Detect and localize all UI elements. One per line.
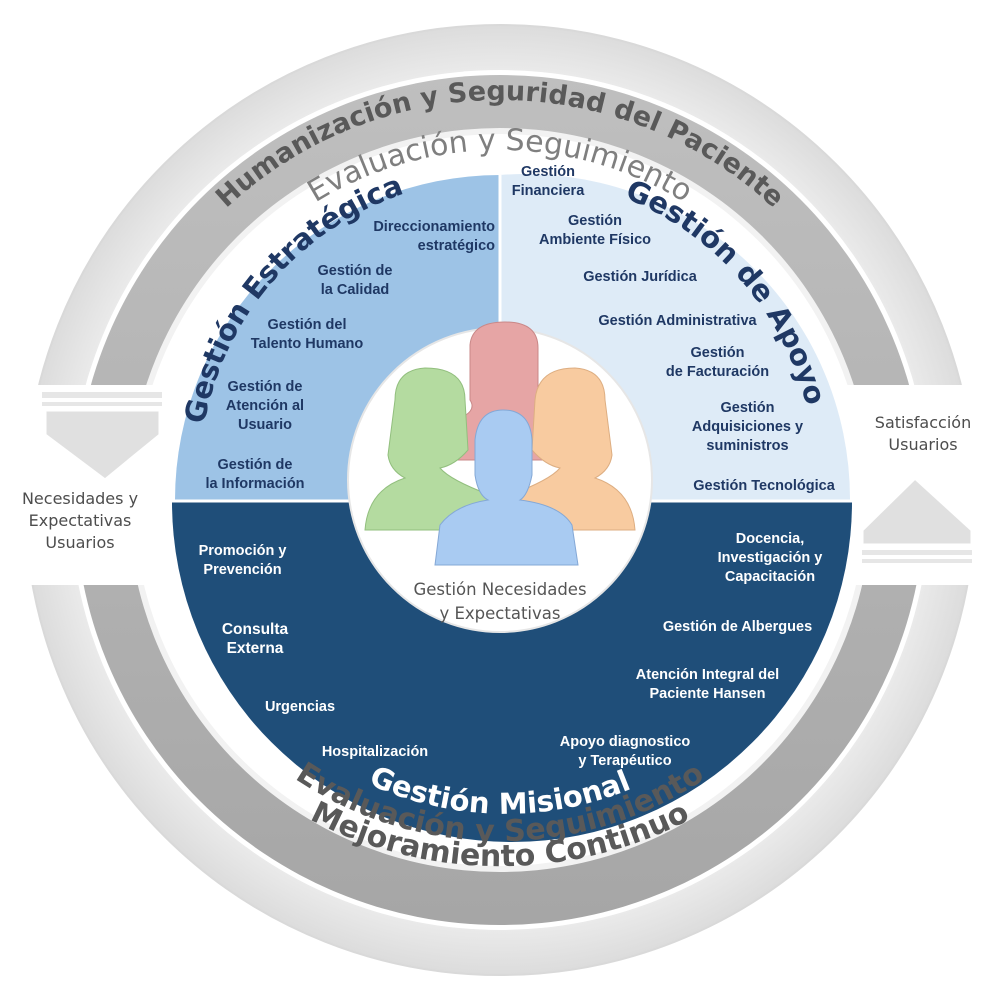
- person-green-icon: [364, 367, 496, 531]
- process-albergues[interactable]: Gestión de Albergues: [662, 619, 813, 635]
- input-label-necesidades: Necesidades y Expectativas Usuarios: [21, 489, 139, 552]
- process-docencia[interactable]: Docencia, Investigación y Capacitación: [717, 531, 823, 585]
- quadrant-misional: [172, 502, 852, 842]
- process-ambiente-fisico[interactable]: Gestión Ambiente Físico: [539, 213, 651, 248]
- group-of-people-icon: [364, 321, 636, 566]
- down-arrow-icon: [42, 392, 162, 482]
- process-talento-humano[interactable]: Gestión del Talento Humano: [250, 317, 364, 352]
- process-apoyo-diagnostico[interactable]: Apoyo diagnostico y Terapéutico: [559, 734, 691, 769]
- process-consulta-externa[interactable]: Consulta Externa: [221, 621, 289, 657]
- up-arrow-icon: [860, 475, 974, 563]
- process-promocion-prevencion[interactable]: Promoción y Prevención: [198, 543, 287, 578]
- process-juridica[interactable]: Gestión Jurídica: [583, 269, 697, 285]
- process-hansen[interactable]: Atención Integral del Paciente Hansen: [635, 667, 780, 702]
- process-atencion-usuario[interactable]: Gestión de Atención al Usuario: [225, 379, 305, 433]
- process-facturacion[interactable]: Gestión de Facturación: [665, 345, 770, 380]
- center-label: Gestión Necesidades y Expectativas: [413, 580, 587, 623]
- person-orange-icon: [504, 367, 636, 531]
- process-tecnologica[interactable]: Gestión Tecnológica: [693, 478, 835, 494]
- process-direccionamiento[interactable]: Direccionamiento estratégico: [373, 219, 495, 254]
- process-financiera[interactable]: Gestión Financiera: [511, 164, 585, 199]
- process-adquisiciones[interactable]: Gestión Adquisiciones y suministros: [691, 400, 804, 454]
- process-urgencias[interactable]: Urgencias: [264, 699, 336, 715]
- process-administrativa[interactable]: Gestión Administrativa: [598, 313, 757, 329]
- process-calidad[interactable]: Gestión de la Calidad: [317, 263, 393, 298]
- output-label-satisfaccion: Satisfacción Usuarios: [874, 413, 972, 454]
- process-hospitalizacion[interactable]: Hospitalización: [321, 744, 429, 760]
- process-informacion[interactable]: Gestión de la Información: [205, 457, 305, 492]
- person-blue-icon: [434, 409, 579, 566]
